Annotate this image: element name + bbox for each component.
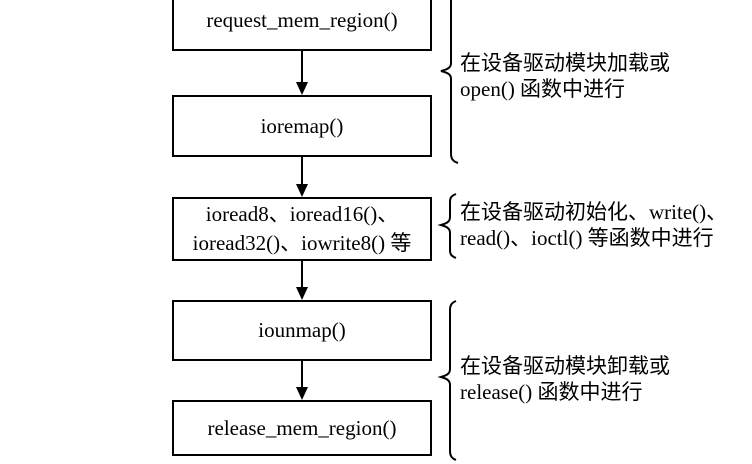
annotation-line1: 在设备驱动初始化、write()、 xyxy=(460,200,728,224)
flow-box-request-mem-region: request_mem_region() xyxy=(172,0,432,51)
annotation-line2: open() 函数中进行 xyxy=(460,77,626,101)
annotation-load-open: 在设备驱动模块加载或 open() 函数中进行 xyxy=(460,50,670,102)
flow-box-io-access: ioread8、ioread16()、 ioread32()、iowrite8(… xyxy=(172,197,432,261)
annotation-line2: read()、ioctl() 等函数中进行 xyxy=(460,226,714,250)
arrow-down-icon xyxy=(296,261,308,300)
flow-box-label: release_mem_region() xyxy=(207,415,397,440)
annotation-line1: 在设备驱动模块卸载或 xyxy=(460,354,670,378)
brace-icon xyxy=(437,300,457,461)
flow-box-label-line1: ioread8、ioread16()、 xyxy=(205,202,399,226)
arrow-down-icon xyxy=(296,157,308,197)
flow-box-label: request_mem_region() xyxy=(206,7,398,32)
brace-icon xyxy=(437,193,457,259)
annotation-line1: 在设备驱动模块加载或 xyxy=(460,51,670,75)
flow-box-iounmap: iounmap() xyxy=(172,300,432,361)
flow-box-label-line2: ioread32()、iowrite8() 等 xyxy=(192,231,412,255)
arrow-down-icon xyxy=(296,361,308,400)
flow-box-release-mem-region: release_mem_region() xyxy=(172,400,432,456)
flow-box-ioremap: ioremap() xyxy=(172,95,432,157)
brace-icon xyxy=(440,0,459,164)
annotation-line2: release() 函数中进行 xyxy=(460,380,643,404)
annotation-init-rw-ioctl: 在设备驱动初始化、write()、 read()、ioctl() 等函数中进行 xyxy=(460,199,727,251)
flow-box-label: iounmap() xyxy=(258,318,346,342)
arrow-down-icon xyxy=(296,51,308,95)
annotation-unload-release: 在设备驱动模块卸载或 release() 函数中进行 xyxy=(460,353,670,405)
flow-box-label: ioremap() xyxy=(260,113,344,138)
